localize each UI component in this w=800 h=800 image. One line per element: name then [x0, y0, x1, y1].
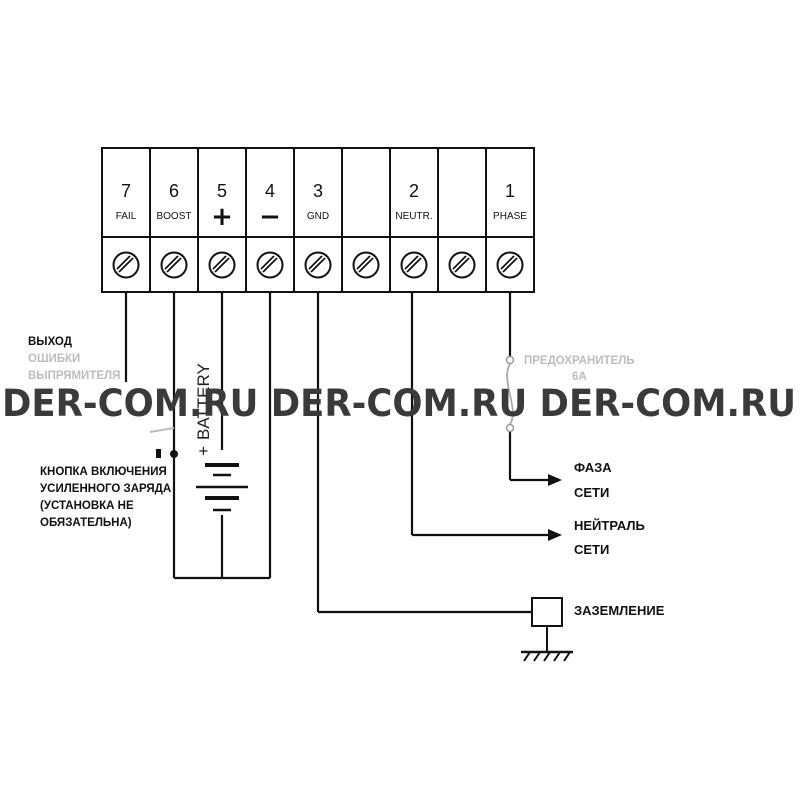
neutral-line-2: СЕТИ [574, 542, 609, 557]
screw-slot [500, 255, 515, 270]
terminal-number: 5 [217, 181, 227, 201]
terminal-label: NEUTR. [395, 211, 432, 222]
phase-arrow [548, 474, 562, 486]
fuse-line-1: ПРЕДОХРАНИТЕЛЬ [524, 355, 635, 367]
phase-line-1: ФАЗА [574, 460, 612, 475]
fail-output-line-3: ВЫПРЯМИТЕЛЯ [28, 370, 120, 382]
fail-output-line-1: ВЫХОД [28, 336, 72, 348]
screw-slot [356, 255, 371, 270]
battery-plus-label: + [194, 446, 213, 456]
screw-slot [116, 255, 131, 270]
screw-slot [166, 257, 182, 273]
boost-line-2: УСИЛЕННОГО ЗАРЯДА [40, 483, 171, 495]
boost-line-3: (УСТАНОВКА НЕ [40, 500, 134, 512]
terminal-number: 3 [313, 181, 323, 201]
screw-slot [212, 255, 227, 270]
terminal-label: FAIL [116, 211, 137, 222]
boost-line-4: ОБЯЗАТЕЛЬНА) [40, 517, 132, 529]
fuse-symbol [505, 355, 515, 433]
fail-output-label: ВЫХОД ОШИБКИ ВЫПРЯМИТЕЛЯ [28, 336, 120, 382]
screw-slot [260, 255, 275, 270]
screw-slot [214, 257, 230, 273]
battery-symbol [196, 463, 248, 512]
screw-slot [406, 257, 422, 273]
boost-button-symbol [149, 427, 178, 458]
terminal-number: 7 [121, 181, 131, 201]
terminal-number: 2 [409, 181, 419, 201]
screw-slot [358, 257, 374, 273]
screw-slot [310, 257, 326, 273]
boost-line-1: КНОПКА ВКЛЮЧЕНИЯ [40, 466, 167, 478]
ground-symbol [521, 597, 573, 662]
screw-slot [452, 255, 467, 270]
terminal-label: BOOST [156, 211, 191, 222]
terminal-label: GND [307, 211, 329, 222]
neutral-line-1: НЕЙТРАЛЬ [574, 518, 645, 533]
screw-slot [164, 255, 179, 270]
battery-label: BATTERY [194, 363, 213, 440]
fuse-label: ПРЕДОХРАНИТЕЛЬ 6А [524, 355, 635, 383]
screw-slot [404, 255, 419, 270]
terminal-label: + [211, 202, 233, 232]
screw-slot [454, 257, 470, 273]
terminal-number: 1 [505, 181, 515, 201]
screw-slot [308, 255, 323, 270]
terminal-label: − [259, 202, 281, 232]
phase-line-2: СЕТИ [574, 485, 609, 500]
terminal-number: 4 [265, 181, 275, 201]
fuse-line-2: 6А [572, 371, 587, 383]
watermark-text: DER-COM.RU DER-COM.RU DER-COM.RU [2, 382, 796, 425]
neutral-arrow [548, 529, 562, 541]
terminal-label: PHASE [493, 211, 527, 222]
terminal-number: 6 [169, 181, 179, 201]
ground-label: ЗАЗЕМЛЕНИЕ [574, 603, 665, 618]
screw-slot [502, 257, 518, 273]
screw-slot [262, 257, 278, 273]
neutral-label: НЕЙТРАЛЬ СЕТИ [574, 518, 645, 557]
fail-output-line-2: ОШИБКИ [28, 353, 80, 365]
phase-label: ФАЗА СЕТИ [574, 460, 612, 500]
wires [124, 292, 548, 614]
boost-button-label: КНОПКА ВКЛЮЧЕНИЯ УСИЛЕННОГО ЗАРЯДА (УСТА… [40, 466, 171, 529]
screw-slot [118, 257, 134, 273]
